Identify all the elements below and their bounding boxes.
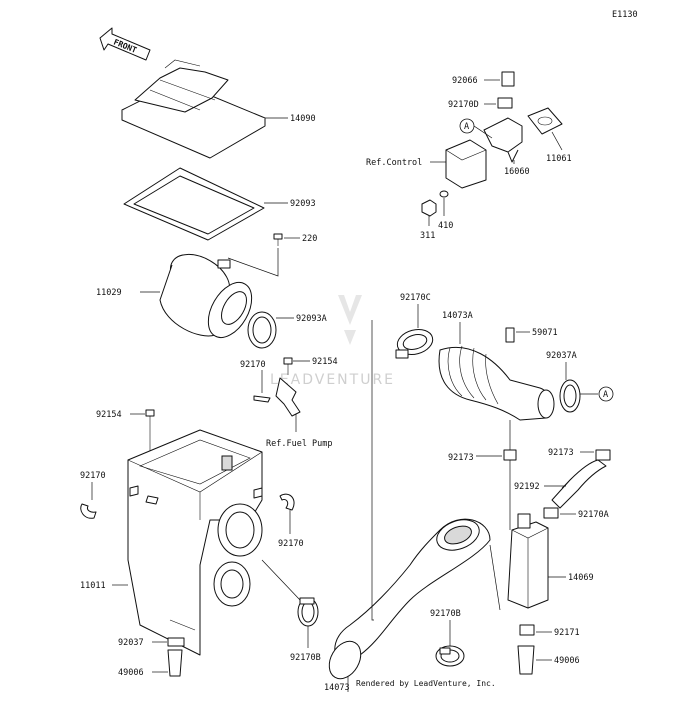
diagram-code: E1130	[612, 10, 638, 20]
callout-220: 220	[302, 234, 317, 244]
clamp-92170A	[543, 507, 559, 519]
callout-14073A: 14073A	[442, 311, 473, 321]
clamp-92170B-right	[435, 645, 465, 667]
callout-92066: 92066	[452, 76, 478, 86]
marker-a-top-label: A	[464, 122, 469, 132]
callout-14090: 14090	[290, 114, 316, 124]
watermark-text: LEADVENTURE	[270, 372, 395, 388]
callout-92154-top: 92154	[312, 357, 338, 367]
callout-49006-left: 49006	[118, 668, 144, 678]
callout-92173-left: 92173	[448, 453, 474, 463]
filter-gasket	[123, 167, 265, 241]
callout-92170B-right: 92170B	[430, 609, 461, 619]
footer-credit: Rendered by LeadVenture, Inc.	[356, 679, 496, 688]
callout-11029: 11029	[96, 288, 122, 298]
resonator-14069	[507, 513, 549, 609]
marker-a-right-label: A	[603, 390, 608, 400]
flange-11061	[527, 107, 563, 135]
callout-11011: 11011	[80, 581, 106, 591]
front-arrow-icon: FRONT	[99, 27, 151, 61]
callout-92170D: 92170D	[448, 100, 479, 110]
filter-cover	[159, 253, 253, 338]
clamp-92170C	[395, 329, 434, 359]
cover-seal	[247, 311, 277, 349]
air-box	[127, 429, 263, 656]
callout-14073: 14073	[324, 683, 350, 693]
clamp-mid	[279, 493, 295, 511]
intake-duct-14073	[328, 518, 491, 680]
callout-16060: 16060	[504, 167, 530, 177]
clip-92173-left	[503, 449, 517, 461]
watermark-logo	[338, 295, 362, 345]
callout-92170-mid: 92170	[278, 539, 304, 549]
screw-220	[273, 233, 283, 246]
callout-14069: 14069	[568, 573, 594, 583]
drain-cap-right	[517, 645, 535, 675]
marker-a-right: A	[598, 386, 614, 402]
marker-a-top: A	[459, 118, 475, 134]
bolt-92154-top	[283, 357, 293, 375]
clip-92170D	[497, 97, 513, 109]
callout-92173-right: 92173	[548, 448, 574, 458]
callout-92170-top: 92170	[240, 360, 266, 370]
control-bracket	[445, 139, 487, 189]
callout-311: 311	[420, 231, 435, 241]
callout-49006-right: 49006	[554, 656, 580, 666]
callout-92192: 92192	[514, 482, 540, 492]
drain-cap-left	[167, 649, 183, 677]
air-filter-element	[121, 59, 266, 159]
clip-92037	[167, 637, 185, 647]
callout-92170B-left: 92170B	[290, 653, 321, 663]
clip-92171	[519, 624, 535, 636]
clip-92173-right	[595, 449, 611, 461]
callout-92170C: 92170C	[400, 293, 431, 303]
intake-boot-14073A	[438, 345, 555, 421]
callout-92093: 92093	[290, 199, 316, 209]
callout-92037: 92037	[118, 638, 144, 648]
clamp-92170B-left	[297, 597, 319, 627]
clamp-92037A	[559, 379, 581, 413]
hose-92192	[551, 459, 607, 509]
callout-92154-left: 92154	[96, 410, 122, 420]
callout-92170-left: 92170	[80, 471, 106, 481]
callout-92170A: 92170A	[578, 510, 609, 520]
callout-11061: 11061	[546, 154, 572, 164]
fitting-59071	[505, 327, 515, 343]
ref-fuel-pump: Ref.Fuel Pump	[266, 439, 333, 449]
washer-410	[439, 190, 449, 198]
ref-control: Ref.Control	[366, 158, 422, 168]
callout-92171: 92171	[554, 628, 580, 638]
callout-92037A: 92037A	[546, 351, 577, 361]
callout-92093A: 92093A	[296, 314, 327, 324]
callout-410: 410	[438, 221, 453, 231]
callout-59071: 59071	[532, 328, 558, 338]
clamp-left	[80, 503, 97, 519]
nut-311	[421, 199, 437, 217]
plug-92066	[501, 71, 515, 87]
valve-16060	[483, 117, 523, 163]
clamp-top	[253, 395, 271, 403]
